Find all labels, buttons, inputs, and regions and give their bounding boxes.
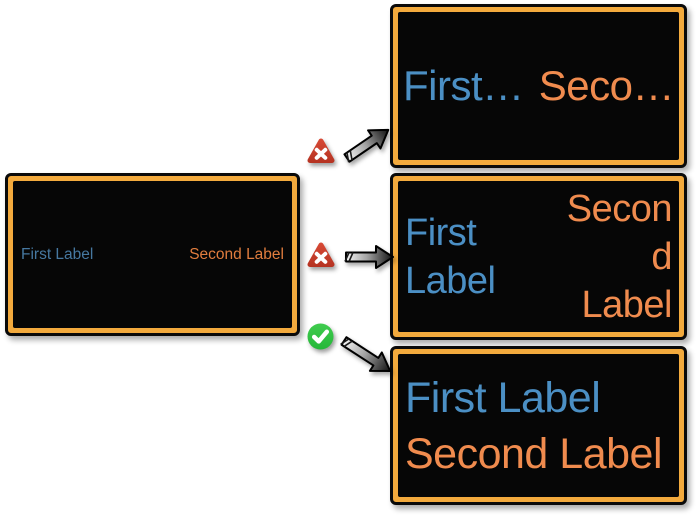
wrapped-first-label-line1: First bbox=[405, 211, 477, 254]
source-first-label: First Label bbox=[21, 245, 94, 263]
truncated-second-label: Seco… bbox=[538, 62, 675, 109]
stacked-first-label: First Label bbox=[405, 373, 601, 422]
result-wrapped-box: First Label Secon d Label bbox=[390, 173, 687, 340]
arrow-to-stacked-icon bbox=[340, 336, 392, 372]
wrapped-second-label: Secon d Label bbox=[566, 185, 673, 329]
source-box: First Label Second Label bbox=[5, 173, 300, 336]
result-wrapped-content: First Label Secon d Label bbox=[398, 181, 679, 332]
truncated-first-label: First… bbox=[403, 62, 524, 109]
wrapped-second-label-line1: Secon bbox=[566, 187, 673, 230]
success-check-icon bbox=[307, 323, 334, 350]
error-triangle-icon bbox=[307, 138, 335, 163]
source-second-label: Second Label bbox=[189, 245, 284, 263]
wrapped-second-label-line3: Label bbox=[581, 283, 673, 326]
error-triangle-icon bbox=[307, 242, 335, 267]
arrow-to-truncated-icon bbox=[343, 128, 390, 163]
source-box-content: First Label Second Label bbox=[13, 181, 292, 328]
wrapped-second-label-line2: d bbox=[651, 235, 672, 278]
result-truncated-content: First… Seco… bbox=[398, 12, 679, 160]
result-stacked-box: First Label Second Label bbox=[390, 346, 687, 505]
wrapped-first-label: First Label bbox=[405, 209, 496, 305]
stacked-second-label: Second Label bbox=[405, 429, 663, 478]
arrow-to-wrapped-icon bbox=[344, 245, 394, 269]
result-stacked-content: First Label Second Label bbox=[398, 354, 679, 497]
wrapped-first-label-line2: Label bbox=[405, 259, 496, 302]
result-truncated-box: First… Seco… bbox=[390, 4, 687, 168]
